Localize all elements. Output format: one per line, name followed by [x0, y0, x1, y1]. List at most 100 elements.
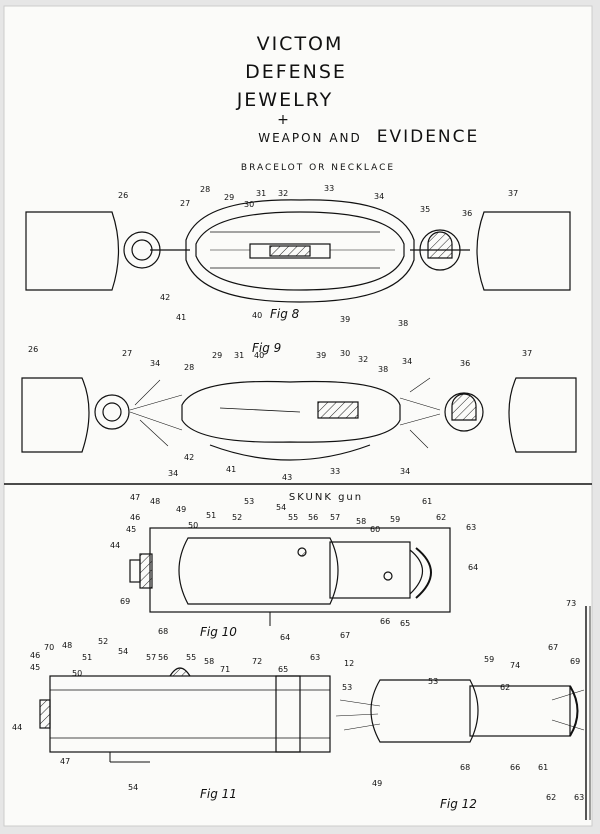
fig12-label: 12: [344, 659, 354, 668]
figure-9: [21, 377, 577, 461]
fig10-label: 55: [288, 513, 298, 522]
fig8-label: 28: [200, 185, 210, 194]
fig11-label: 52: [98, 637, 108, 646]
fig9-label: 37: [522, 349, 532, 358]
figure-8-numbers: 26 27 28 29 30 31 32 33 34 35 36 37 42 4…: [118, 184, 518, 328]
fig9-label: 34: [402, 357, 412, 366]
fig9-bent-band: [209, 444, 371, 461]
fig9-capsule-opened: [181, 380, 401, 443]
fig10-inner-capsule: [178, 537, 339, 605]
fig10-label: 49: [176, 505, 186, 514]
fig9-end-bead-left: [21, 377, 90, 453]
fig9-label: 30: [340, 349, 350, 358]
fig8-label: 42: [160, 293, 170, 302]
fig11-label: 54: [128, 783, 138, 792]
fig10-label: 56: [308, 513, 318, 522]
fig10-button: [129, 559, 141, 583]
fig11-button: [39, 699, 51, 729]
fig10-chamber: [329, 541, 411, 599]
fig8-label: 27: [180, 199, 190, 208]
fig8-label: 38: [398, 319, 408, 328]
fig11-caption: Fig 11: [200, 787, 237, 801]
fig11-label: 50: [72, 669, 82, 678]
fig9-caption: Fig 9: [252, 341, 281, 355]
fig12-label: 62: [546, 793, 556, 802]
fig9-plug-hatch: [317, 401, 359, 419]
fig9-fibers-right: [399, 377, 441, 449]
fig11-label: 65: [278, 665, 288, 674]
fig10-label: 63: [466, 523, 476, 532]
fig10-label: 61: [422, 497, 432, 506]
fig12-label: 61: [538, 763, 548, 772]
fig8-label: 32: [278, 189, 288, 198]
fig11-nozzle: [275, 675, 301, 753]
fig11-label: 70: [44, 643, 54, 652]
fig9-label: 29: [212, 351, 222, 360]
fig12-chamber: [469, 685, 571, 737]
fig8-label: 39: [340, 315, 350, 324]
fig12-label: 69: [570, 657, 580, 666]
fig10-label: 64: [468, 563, 478, 572]
fig9-label: 33: [330, 467, 340, 476]
fig9-fibers-left: [129, 379, 183, 447]
fig10-label: 58: [356, 517, 366, 526]
fig10-label: 60: [370, 525, 380, 534]
fig12-label: 73: [566, 599, 576, 608]
subtitle-skunk-gun: SKUNK gun: [289, 492, 363, 503]
figure-11-numbers: 46 70 45 48 51 52 50 54 57 56 55 58 71 7…: [12, 637, 320, 801]
fig12-label: 49: [372, 779, 382, 788]
fig9-label: 27: [122, 349, 132, 358]
fig11-label: 56: [158, 653, 168, 662]
fig10-label: 69: [120, 597, 130, 606]
figure-8: [25, 199, 571, 303]
fig11-label: 72: [252, 657, 262, 666]
fig10-label: 48: [150, 497, 160, 506]
title-line-4b: EVIDENCE: [377, 127, 480, 147]
fig10-label: 53: [244, 497, 254, 506]
fig10-label: 47: [130, 493, 140, 502]
fig8-label: 36: [462, 209, 472, 218]
title-line-1: VICTOM: [257, 33, 344, 55]
fig10-diaphragm: [409, 549, 424, 595]
fig8-center-plug: [249, 243, 331, 259]
fig9-label: 34: [168, 469, 178, 478]
fig11-label: 48: [62, 641, 72, 650]
fig10-label: 52: [232, 513, 242, 522]
fig9-label: 34: [150, 359, 160, 368]
fig8-label: 33: [324, 184, 334, 193]
figure-10: [129, 527, 451, 626]
title-block: VICTOM DEFENSE JEWELRY + WEAPON AND EVID…: [236, 33, 480, 173]
fig8-center-hatch: [269, 245, 311, 257]
fig8-caption: Fig 8: [270, 307, 300, 321]
fig11-label: 54: [118, 647, 128, 656]
fig8-label: 26: [118, 191, 128, 200]
fig8-label: 35: [420, 205, 430, 214]
fig12-label: 53: [342, 683, 352, 692]
fig12-label: 63: [574, 793, 584, 802]
fig9-label: 28: [184, 363, 194, 372]
fig10-label: 51: [206, 511, 216, 520]
fig8-label: 30: [244, 200, 254, 209]
fig9-label: 38: [378, 365, 388, 374]
fig9-label: 31: [234, 351, 244, 360]
fig10-label: 66: [380, 617, 390, 626]
fig10-label: 64: [280, 633, 290, 642]
fig8-label: 41: [176, 313, 186, 322]
fig9-label: 36: [460, 359, 470, 368]
fig9-ring-left: [94, 394, 130, 430]
fig10-lens: [415, 547, 432, 599]
fig10-label: 46: [130, 513, 140, 522]
fig8-end-bead-left: [25, 211, 120, 291]
fig9-ring-right: [444, 392, 484, 432]
fig10-label: 67: [340, 631, 350, 640]
fig10-label: 57: [330, 513, 340, 522]
fig9-label: 42: [184, 453, 194, 462]
fig10-label: 65: [400, 619, 410, 628]
subtitle-bracelet: BRACELOT OR NECKLACE: [241, 163, 395, 173]
fig8-label: 37: [508, 189, 518, 198]
fig8-capsule-inner: [195, 211, 405, 291]
fig8-label: 31: [256, 189, 266, 198]
figure-12: [335, 606, 591, 820]
